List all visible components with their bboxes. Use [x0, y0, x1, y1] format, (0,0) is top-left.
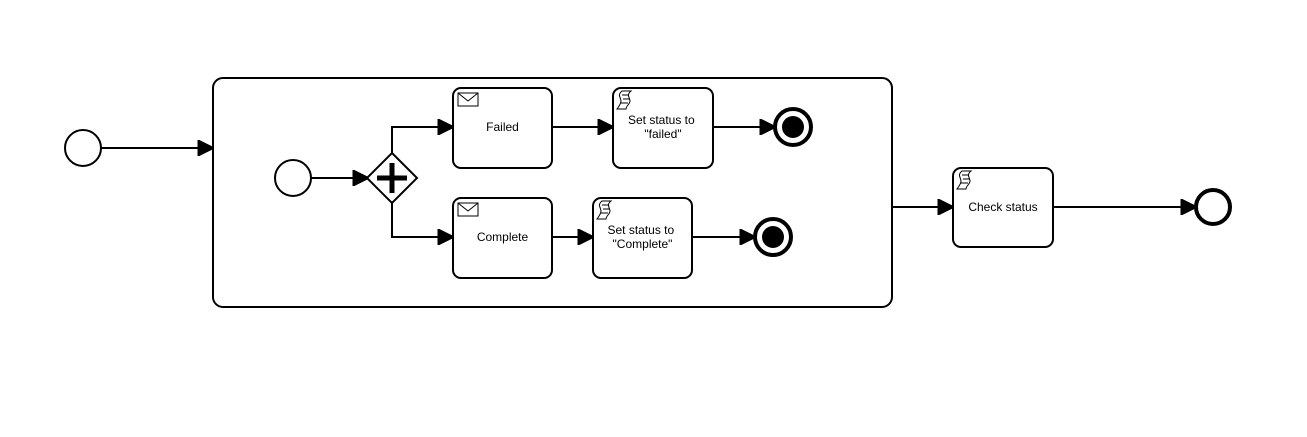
script-icon — [616, 90, 633, 110]
svg-text:Set status to "Complete": Set status to "Complete" — [607, 223, 677, 251]
task-set-status-failed[interactable]: Set status to "failed" — [612, 87, 714, 169]
end-event-complete[interactable] — [753, 217, 793, 257]
flow-gateway-to-failed[interactable] — [391, 127, 452, 153]
envelope-icon — [457, 92, 479, 107]
outer-end-event[interactable] — [1194, 188, 1232, 226]
task-complete-label: Complete — [477, 230, 529, 244]
task-set-status-complete-label-line1: Set status to — [607, 223, 674, 237]
inner-start-event[interactable] — [274, 159, 312, 197]
task-set-status-failed-label-line2: "failed" — [644, 127, 681, 141]
svg-text:Set status to "failed": Set status to "failed" — [628, 113, 698, 141]
envelope-icon — [457, 202, 479, 217]
task-set-status-complete-label-line2: "Complete" — [613, 237, 673, 251]
task-check-status[interactable]: Check status — [952, 167, 1054, 248]
subprocess[interactable] — [212, 77, 893, 308]
outer-start-event[interactable] — [64, 129, 102, 167]
plus-icon — [377, 163, 407, 193]
parallel-gateway[interactable] — [365, 151, 419, 205]
script-icon — [596, 200, 613, 220]
flow-gateway-to-complete[interactable] — [391, 203, 452, 237]
task-set-status-complete[interactable]: Set status to "Complete" — [592, 197, 693, 279]
task-failed-label: Failed — [486, 120, 519, 134]
script-icon — [956, 170, 973, 190]
task-failed[interactable]: Failed — [452, 87, 553, 169]
task-set-status-failed-label-line1: Set status to — [628, 113, 695, 127]
task-check-status-label: Check status — [968, 200, 1037, 214]
task-complete[interactable]: Complete — [452, 197, 553, 279]
end-event-failed[interactable] — [773, 107, 813, 147]
